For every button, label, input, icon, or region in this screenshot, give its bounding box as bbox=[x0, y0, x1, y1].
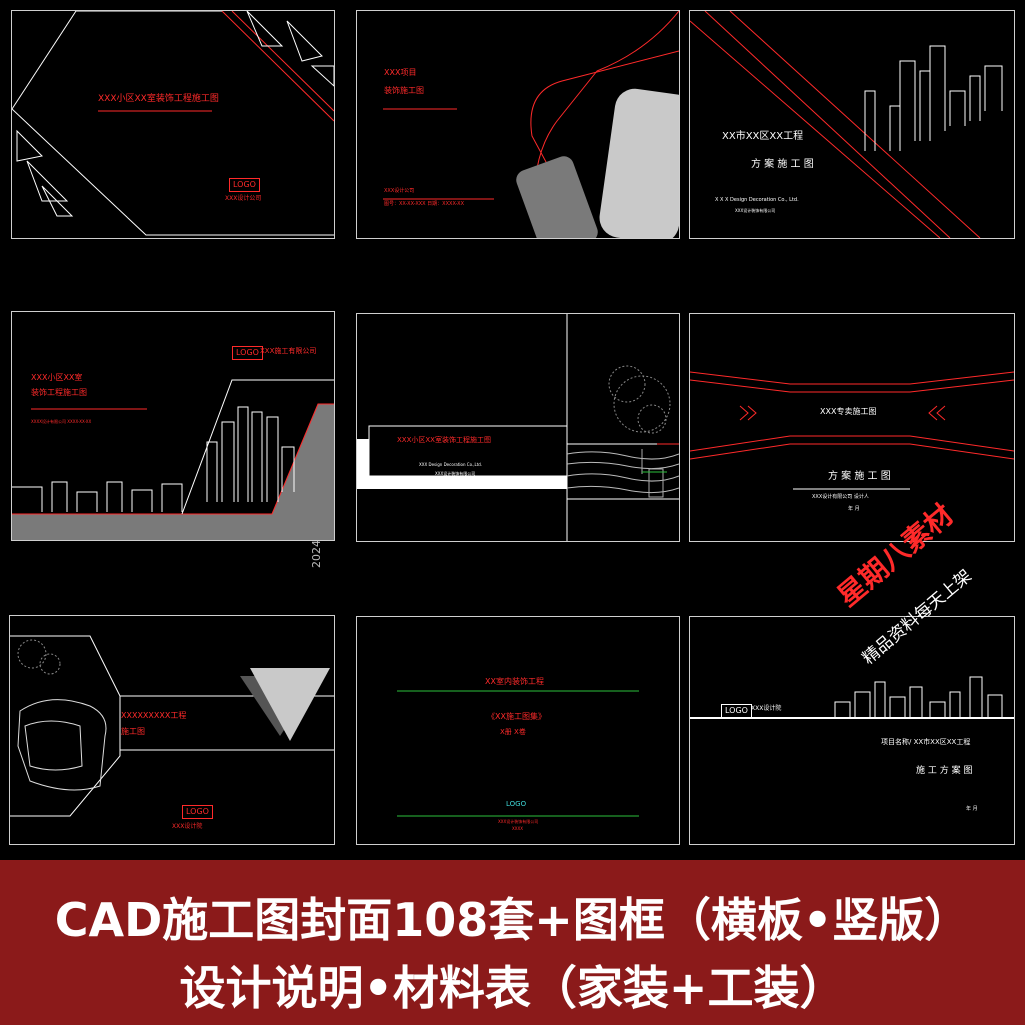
panel-7-line2: 施工图 bbox=[121, 727, 145, 736]
panel-3-line2: 方 案 施 工 图 bbox=[751, 159, 814, 170]
panel-4-linework bbox=[12, 379, 334, 540]
panel-2-line1: XXX项目 bbox=[384, 68, 417, 77]
panel-7-company: XXX设计院 bbox=[172, 823, 203, 830]
panel-8-linework bbox=[397, 690, 639, 817]
panel-8-small2: XXXX bbox=[512, 826, 523, 831]
panel-6-small2: 年 月 bbox=[848, 506, 860, 512]
panel-6-title: XXX专卖施工图 bbox=[820, 407, 877, 416]
panel-1-title: XXX小区XX室装饰工程施工图 bbox=[98, 94, 219, 104]
cover-panel-1[interactable]: XXX小区XX室装饰工程施工图 LOGO XXX设计公司 bbox=[11, 10, 335, 239]
panel-5-small1: XXX Design Decoration Co.,Ltd. bbox=[419, 462, 483, 467]
panel-4-year: 2024 bbox=[310, 540, 323, 568]
cover-panel-4[interactable]: LOGO XXX施工有限公司 XXX小区XX室 装饰工程施工图 XXXX设计有限… bbox=[11, 311, 335, 541]
panel-3-small1: X X X Design Decoration Co., Ltd. bbox=[715, 197, 799, 203]
panel-4-small: XXXX设计有限公司 XXXX-XX-XX bbox=[31, 419, 92, 424]
panel-7-logo: LOGO bbox=[182, 805, 213, 819]
panel-8-line2: 《XX施工图集》 bbox=[487, 712, 546, 721]
panel-4-company: XXX施工有限公司 bbox=[260, 347, 317, 355]
panel-3-linework bbox=[690, 11, 1003, 238]
panel-3-small2: XXX设计装饰有限公司 bbox=[735, 208, 776, 213]
panel-6-linework bbox=[690, 371, 1014, 490]
panel-4-logo: LOGO bbox=[232, 346, 263, 360]
panel-8-small1: XXX设计装饰有限公司 bbox=[498, 819, 539, 824]
cover-panel-7[interactable]: XXXXXXXXX工程 施工图 LOGO XXX设计院 bbox=[9, 615, 335, 845]
cover-panel-2[interactable]: XXX项目 装饰施工图 XXX设计公司 图号：XX-XX-XXX 日期：XXXX… bbox=[356, 10, 680, 239]
banner-line-2: 设计说明•材料表（家装+工装） bbox=[179, 961, 846, 1015]
panel-7-line1: XXXXXXXXX工程 bbox=[121, 711, 187, 720]
panel-8-line1: XX室内装饰工程 bbox=[485, 677, 544, 686]
panel-1-linework bbox=[12, 11, 334, 236]
panel-4-line1: XXX小区XX室 bbox=[31, 373, 83, 382]
cover-panel-6[interactable]: XXX专卖施工图 方 案 施 工 图 XXX设计有限公司 设计人 年 月 bbox=[689, 313, 1015, 542]
panel-6-small1: XXX设计有限公司 设计人 bbox=[812, 494, 869, 500]
panel-2-small1: XXX设计公司 bbox=[384, 188, 415, 194]
panel-6-line2: 方 案 施 工 图 bbox=[828, 471, 891, 482]
panel-9-line1: 项目名称/ XX市XX区XX工程 bbox=[881, 738, 971, 746]
cover-panel-5[interactable]: XXX小区XX室装饰工程施工图 XXX Design Decoration Co… bbox=[356, 313, 680, 542]
panel-9-small: 年 月 bbox=[966, 806, 978, 812]
panel-9-company: XXX设计院 bbox=[751, 705, 782, 712]
panel-9-line2: 施 工 方 案 图 bbox=[916, 766, 973, 776]
cover-panel-9[interactable]: LOGO XXX设计院 项目名称/ XX市XX区XX工程 施 工 方 案 图 年… bbox=[689, 616, 1015, 845]
panel-8-logo: LOGO bbox=[506, 800, 527, 808]
panel-1-company: XXX设计公司 bbox=[225, 195, 262, 202]
panel-9-linework bbox=[690, 676, 1014, 719]
watermark-stamp: 星期八素材 精品资料每天上架 bbox=[825, 498, 1025, 670]
panel-8-line3: X册 X卷 bbox=[500, 728, 526, 736]
panel-2-small2: 图号：XX-XX-XXX 日期：XXXX-XX bbox=[384, 201, 465, 207]
banner-line-1: CAD施工图封面108套+图框（横板•竖版） bbox=[54, 893, 971, 947]
panel-5-title: XXX小区XX室装饰工程施工图 bbox=[397, 436, 491, 444]
panel-4-line2: 装饰工程施工图 bbox=[31, 388, 87, 397]
panel-9-logo: LOGO bbox=[721, 704, 752, 718]
panel-7-linework bbox=[10, 635, 334, 817]
cover-panel-8[interactable]: XX室内装饰工程 《XX施工图集》 X册 X卷 LOGO XXX设计装饰有限公司… bbox=[356, 616, 680, 845]
panel-5-linework bbox=[357, 314, 679, 541]
panel-5-small2: XXX设计装饰有限公司 bbox=[435, 471, 476, 476]
promo-banner: CAD施工图封面108套+图框（横板•竖版） 设计说明•材料表（家装+工装） bbox=[0, 860, 1025, 1025]
cover-panel-3[interactable]: XX市XX区XX工程 方 案 施 工 图 X X X Design Decora… bbox=[689, 10, 1015, 239]
panel-2-linework bbox=[383, 11, 679, 238]
panel-1-logo: LOGO bbox=[229, 178, 260, 192]
panel-3-line1: XX市XX区XX工程 bbox=[722, 131, 804, 142]
panel-2-line2: 装饰施工图 bbox=[384, 86, 424, 95]
